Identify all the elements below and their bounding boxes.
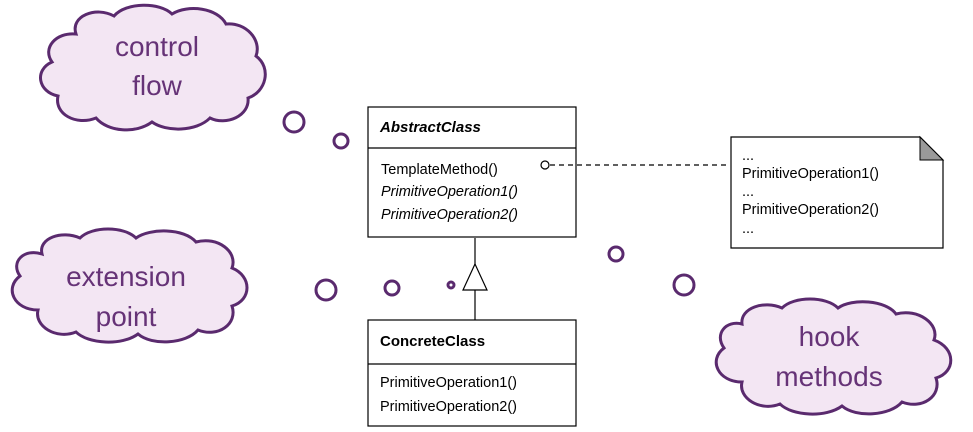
abstract-class-box: AbstractClass TemplateMethod() Primitive… xyxy=(367,106,577,238)
concrete-class-box: ConcreteClass PrimitiveOperation1() Prim… xyxy=(367,319,577,427)
bubble-hook-2 xyxy=(607,245,625,263)
concrete-class-frame xyxy=(367,319,577,427)
abstract-class-operation-template-method: TemplateMethod() xyxy=(381,162,498,178)
inheritance-triangle xyxy=(462,262,488,291)
cloud-hook-methods-line2: methods xyxy=(775,361,882,392)
note-frame xyxy=(730,136,944,249)
cloud-extension-point-line1: extension xyxy=(66,261,186,292)
bubble-extension-1 xyxy=(314,278,338,302)
cloud-extension-point-shape xyxy=(10,227,249,344)
concrete-class-name: ConcreteClass xyxy=(380,333,485,350)
bubble-hook-1 xyxy=(672,273,696,297)
bubble-extension-3 xyxy=(446,280,456,290)
abstract-class-name: AbstractClass xyxy=(379,119,481,136)
note-corner-fold-icon xyxy=(919,135,945,161)
note-anchor-icon xyxy=(540,160,550,170)
inheritance-arrow xyxy=(462,238,488,320)
note-connector xyxy=(540,160,730,170)
cloud-extension-point: extension point xyxy=(10,227,249,344)
cloud-extension-point-line2: point xyxy=(96,301,157,332)
note-line-5: ... xyxy=(742,221,754,237)
bubble-control-flow-2 xyxy=(332,132,350,150)
cloud-control-flow-line2: flow xyxy=(132,70,183,101)
cloud-control-flow-line1: control xyxy=(115,31,199,62)
cloud-control-flow-shape xyxy=(39,3,267,132)
bubble-control-flow-1 xyxy=(282,110,306,134)
note-line-1: ... xyxy=(742,148,754,164)
cloud-hook-methods-line1: hook xyxy=(799,321,861,352)
cloud-hook-methods: hook methods xyxy=(714,297,953,416)
bubble-extension-2 xyxy=(383,279,401,297)
concrete-class-operation-primitive-2: PrimitiveOperation2() xyxy=(380,399,517,415)
abstract-class-operation-primitive-1: PrimitiveOperation1() xyxy=(381,184,518,200)
cloud-hook-methods-shape xyxy=(714,297,953,416)
note-box: ... PrimitiveOperation1() ... PrimitiveO… xyxy=(730,135,945,249)
note-line-2: PrimitiveOperation1() xyxy=(742,166,879,182)
abstract-class-operation-primitive-2: PrimitiveOperation2() xyxy=(381,207,518,223)
concrete-class-operation-primitive-1: PrimitiveOperation1() xyxy=(380,375,517,391)
cloud-control-flow: control flow xyxy=(39,3,267,132)
note-line-3: ... xyxy=(742,184,754,200)
note-line-4: PrimitiveOperation2() xyxy=(742,202,879,218)
abstract-class-frame xyxy=(367,106,577,238)
